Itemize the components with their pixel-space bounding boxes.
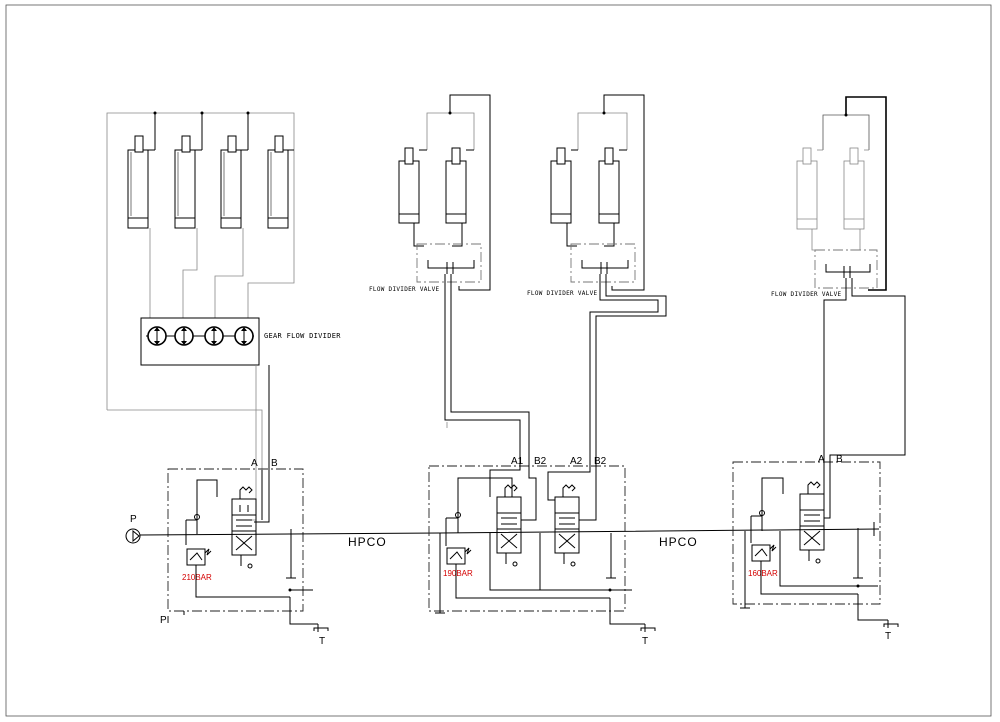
port-b2-b: B2	[594, 456, 607, 467]
relief-valve-2: 190BAR	[443, 547, 473, 578]
pilot-label: PI	[160, 615, 169, 626]
relief-setting-3: 160BAR	[748, 569, 778, 578]
cylinder-3-left	[796, 147, 823, 230]
cylinder-2b-right	[598, 147, 627, 224]
cylinder-group-2: FLOW DIVIDER VALVE FLOW DIVIDER VA	[369, 94, 667, 455]
cylinder-2a-right	[445, 147, 474, 224]
hpco-label-1: HPCO	[348, 535, 387, 549]
cylinder-3-right	[843, 147, 869, 230]
flow-divider-valve-label-2: FLOW DIVIDER VALVE	[527, 290, 598, 297]
flow-divider-valve-3: FLOW DIVIDER VALVE	[771, 249, 878, 298]
drawing-frame	[5, 4, 992, 717]
gear-motor-4	[234, 326, 254, 346]
flow-divider-valve-1: FLOW DIVIDER VALVE	[369, 243, 482, 293]
spool-valve-1	[231, 486, 257, 569]
gear-motor-2	[174, 326, 194, 346]
cylinder-4	[267, 135, 294, 229]
relief-valve-1: 210BAR	[182, 548, 212, 582]
hpco-label-2: HPCO	[659, 535, 698, 549]
valve-block-3: A B 160BAR	[732, 454, 899, 642]
cylinder-3	[214, 130, 249, 318]
cylinder-group-1: GEAR FLOW DIVIDER	[106, 111, 341, 523]
tank-label-3: T	[885, 631, 891, 642]
pump: P	[125, 514, 141, 544]
spool-valve-2b	[554, 484, 580, 567]
cylinder-1	[127, 130, 156, 318]
port-b-3: B	[836, 454, 843, 465]
port-b2-a: B2	[534, 456, 547, 467]
gear-flow-divider-label: GEAR FLOW DIVIDER	[264, 332, 341, 340]
port-b-1: B	[271, 458, 278, 469]
pump-label: P	[130, 514, 137, 525]
tank-label-2: T	[642, 636, 648, 647]
valve-block-1: A B 210BAR	[160, 458, 329, 647]
cylinder-group-3: FLOW DIVIDER VALVE	[771, 96, 906, 458]
relief-setting-2: 190BAR	[443, 569, 473, 578]
flow-divider-valve-label-3: FLOW DIVIDER VALVE	[771, 291, 842, 298]
port-a2: A2	[570, 456, 583, 467]
port-a-3: A	[818, 454, 825, 465]
gear-motor-3	[204, 326, 224, 346]
tank-label-1: T	[319, 636, 325, 647]
spool-valve-2a	[496, 484, 522, 567]
spool-valve-3	[799, 481, 825, 564]
flow-divider-valve-2: FLOW DIVIDER VALVE	[527, 243, 636, 297]
valve-block-2: A1 B2 A2 B2	[428, 455, 656, 647]
cylinder-2b-left	[550, 147, 578, 224]
relief-valve-3: 160BAR	[748, 544, 778, 578]
port-a-1: A	[251, 458, 258, 469]
cylinder-2	[174, 130, 203, 318]
port-a1: A1	[511, 456, 524, 467]
relief-setting-1: 210BAR	[182, 573, 212, 582]
gear-flow-divider: GEAR FLOW DIVIDER	[140, 317, 341, 366]
gear-motor-1	[147, 326, 167, 346]
cylinder-2a-left	[398, 147, 427, 224]
flow-divider-valve-label-1: FLOW DIVIDER VALVE	[369, 286, 440, 293]
